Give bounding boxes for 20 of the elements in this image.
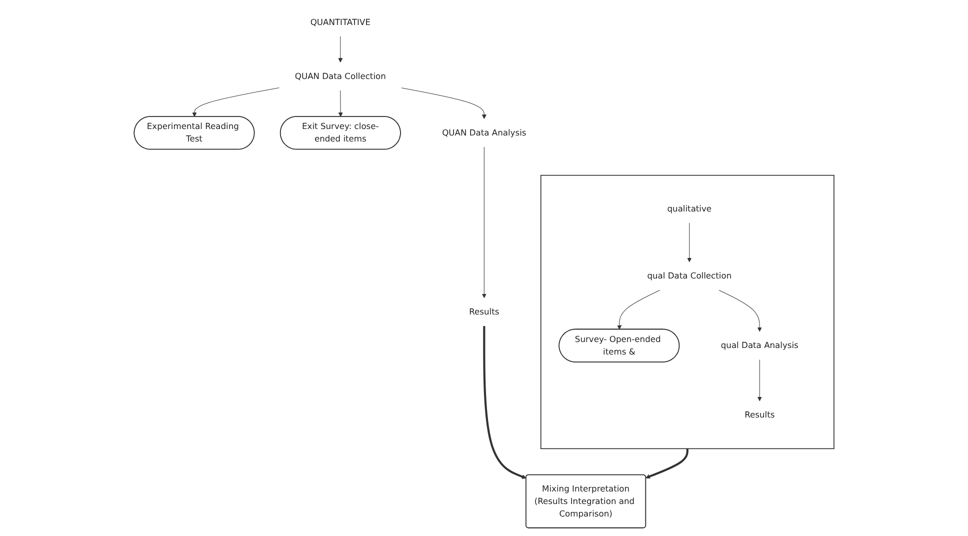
arrow <box>192 87 280 117</box>
arrow <box>338 90 343 117</box>
node-text: QUAN Data Analysis <box>442 128 526 138</box>
node-text: Results <box>744 410 775 420</box>
node-text: Results <box>469 306 500 317</box>
node-text: qual Data Analysis <box>720 340 798 350</box>
cluster <box>540 174 834 450</box>
arrow <box>757 359 762 402</box>
node-text: QUANTITATIVE <box>310 17 370 27</box>
arrow <box>645 448 688 479</box>
node-text: qualitative <box>667 204 712 214</box>
arrow <box>482 146 486 298</box>
arrow <box>338 36 343 63</box>
arrow <box>687 222 692 262</box>
arrow <box>401 88 486 120</box>
arrow <box>718 290 762 332</box>
arrow <box>483 326 526 479</box>
node-text: qual Data Collection <box>647 270 732 281</box>
arrow <box>617 290 660 330</box>
node-text: QUAN Data Collection <box>294 71 386 82</box>
